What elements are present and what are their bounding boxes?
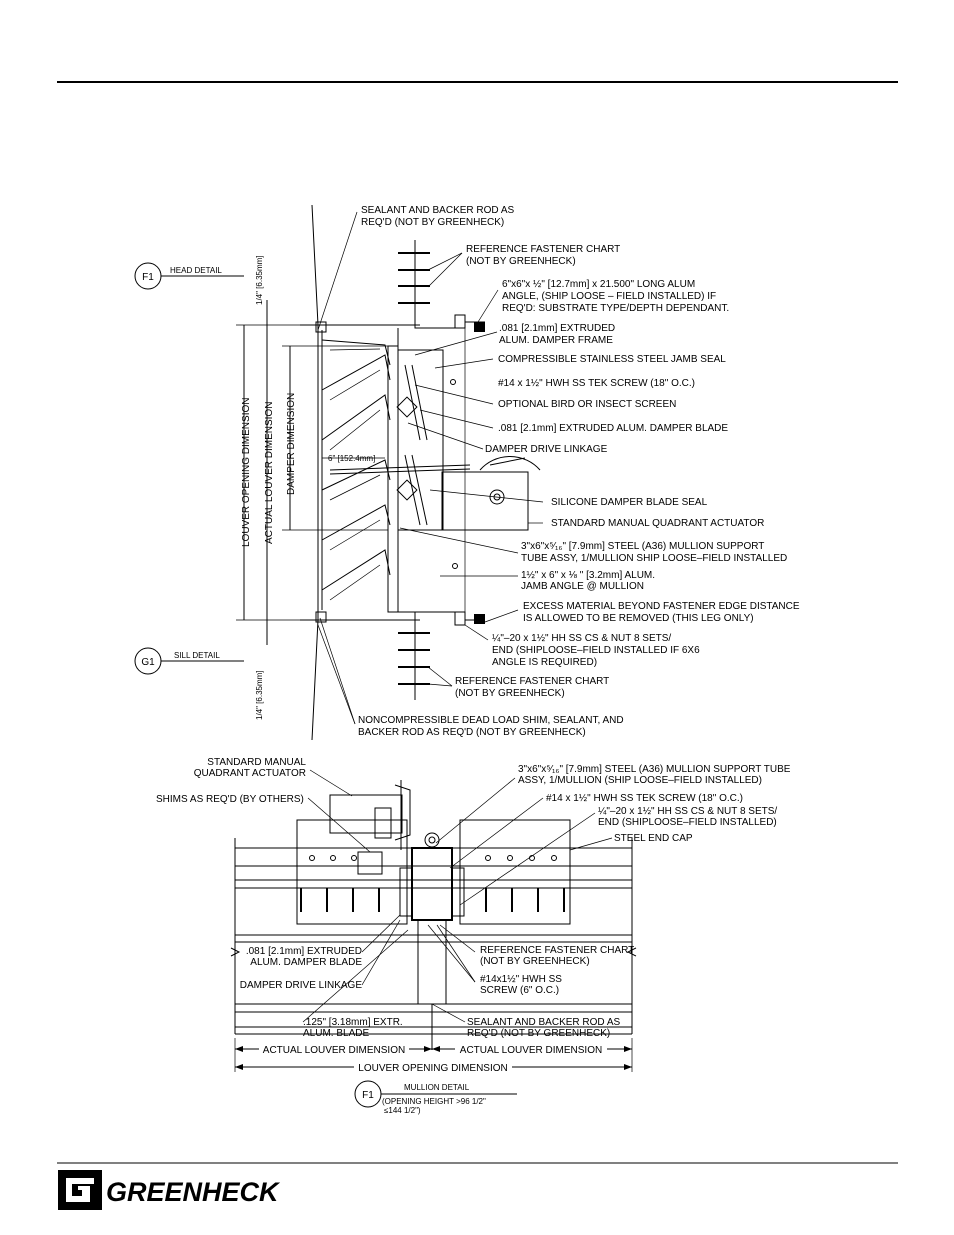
sill-detail-title: SILL DETAIL: [174, 651, 220, 660]
mullion-detail-title: MULLION DETAIL: [404, 1083, 470, 1092]
callout-angle-2: ANGLE, (SHIP LOOSE – FIELD INSTALLED) IF: [502, 291, 716, 302]
vertical-dimensions: [236, 300, 388, 645]
callout-bolt-set-1: ¼"–20 x 1½" HH SS CS & NUT 8 SETS/: [492, 632, 671, 644]
callout-excess-material-1: EXCESS MATERIAL BEYOND FASTENER EDGE DIS…: [523, 601, 800, 612]
head-detail-tag: F1 HEAD DETAIL: [134, 262, 244, 290]
callout-m-actuator-1: STANDARD MANUAL: [207, 757, 306, 768]
dim-actual-louver-right: ACTUAL LOUVER DIMENSION: [460, 1045, 602, 1056]
mullion-tube-shape: [411, 847, 453, 921]
callout-fastener-chart-1: REFERENCE FASTENER CHART: [466, 244, 620, 255]
mullion-leader-lines: [302, 769, 613, 1023]
callout-m-fastener-chart-1: REFERENCE FASTENER CHART: [480, 945, 634, 956]
dim-actual-louver-left: ACTUAL LOUVER DIMENSION: [263, 1045, 405, 1056]
callout-m-tube-1: 3"x6"x⁵⁄₁₆" [7.9mm] STEEL (A36) MULLION …: [518, 764, 791, 775]
callout-blade-seal: SILICONE DAMPER BLADE SEAL: [551, 497, 708, 508]
callout-m-sealant-2: REQ'D (NOT BY GREENHECK): [467, 1028, 610, 1039]
callout-jamb-angle-2: JAMB ANGLE @ MULLION: [521, 581, 644, 592]
callout-m-screw-1: #14x1½" HWH SS: [480, 974, 562, 985]
callout-m-bolts-2: END (SHIPLOOSE–FIELD INSTALLED): [598, 817, 777, 828]
callout-jamb-seal: COMPRESSIBLE STAINLESS STEEL JAMB SEAL: [498, 354, 726, 365]
callout-damper-blade: .081 [2.1mm] EXTRUDED ALUM. DAMPER BLADE: [498, 423, 728, 434]
callout-angle-1: 6"x6"x ½" [12.7mm] x 21.500" LONG ALUM: [502, 279, 695, 290]
callout-jamb-angle-1: 1½" x 6" x ⅛ " [3.2mm] ALUM.: [521, 570, 655, 581]
callout-m-tube-2: ASSY, 1/MULLION (SHIP LOOSE–FIELD INSTAL…: [518, 775, 762, 786]
callout-sealant-2: REQ'D (NOT BY GREENHECK): [361, 217, 504, 228]
greenheck-logo-icon: [58, 1170, 102, 1210]
dim-damper: DAMPER DIMENSION: [286, 393, 297, 495]
mullion-callouts: STANDARD MANUAL QUADRANT ACTUATOR SHIMS …: [156, 757, 791, 1039]
callout-damper-frame-1: .081 [2.1mm] EXTRUDED: [499, 323, 615, 334]
callout-bird-screen: OPTIONAL BIRD OR INSECT SCREEN: [498, 399, 676, 410]
dim-bottom-gap: 1/4" [6.35mm]: [255, 670, 264, 720]
greenheck-logo: GREENHECK: [58, 1170, 281, 1210]
mullion-detail-note-1: (OPENING HEIGHT >96 1/2": [382, 1097, 486, 1106]
dim-louver-opening: LOUVER OPENING DIMENSION: [241, 398, 252, 547]
head-leader-lines: [317, 211, 544, 725]
callout-bolt-set-2: END (SHIPLOOSE–FIELD INSTALLED IF 6X6: [492, 645, 700, 656]
head-sill-section: F1 HEAD DETAIL G1 SILL DETAIL 1/4" [6.35…: [134, 204, 800, 741]
callout-m-extr-blade-2: ALUM. BLADE: [303, 1028, 369, 1039]
callout-m-sealant-1: SEALANT AND BACKER ROD AS: [467, 1017, 621, 1028]
mullion-detail-tag: F1 MULLION DETAIL (OPENING HEIGHT >96 1/…: [354, 1080, 517, 1115]
callout-fastener-chart-sill-1: REFERENCE FASTENER CHART: [455, 676, 609, 687]
dim-actual-louver: ACTUAL LOUVER DIMENSION: [264, 402, 275, 544]
mullion-detail-note-2: ≤144 1/2"): [384, 1106, 421, 1115]
callout-m-blade-1: .081 [2.1mm] EXTRUDED: [246, 946, 362, 957]
sill-detail-tag-number: G1: [141, 657, 155, 668]
callout-m-tek-screw: #14 x 1½" HWH SS TEK SCREW (18" O.C.): [546, 793, 743, 804]
callout-m-extr-blade-1: .125" [3.18mm] EXTR.: [303, 1017, 403, 1028]
callout-m-fastener-chart-2: (NOT BY GREENHECK): [480, 956, 590, 967]
callout-m-linkage: DAMPER DRIVE LINKAGE: [240, 980, 363, 991]
mullion-detail-section: ACTUAL LOUVER DIMENSION ACTUAL LOUVER DI…: [156, 757, 791, 1115]
sill-detail-tag: G1 SILL DETAIL: [134, 647, 244, 675]
callout-quadrant-actuator: STANDARD MANUAL QUADRANT ACTUATOR: [551, 518, 764, 529]
mullion-dimensions: [234, 1038, 633, 1073]
callout-m-screw-2: SCREW (6" O.C.): [480, 985, 559, 996]
callout-mullion-tube-1: 3"x6"x⁵⁄₁₆" [7.9mm] STEEL (A36) MULLION …: [521, 541, 764, 552]
callout-m-end-cap: STEEL END CAP: [614, 833, 693, 844]
mullion-detail-tag-number: F1: [362, 1090, 374, 1101]
callout-mullion-tube-2: TUBE ASSY, 1/MULLION SHIP LOOSE–FIELD IN…: [521, 553, 787, 564]
callout-drive-linkage: DAMPER DRIVE LINKAGE: [485, 444, 608, 455]
dim-top-gap: 1/4" [6.35mm]: [255, 255, 264, 305]
brand-name: GREENHECK: [106, 1177, 281, 1207]
callout-m-bolts-1: ¼"–20 x 1½" HH SS CS & NUT 8 SETS/: [598, 805, 777, 817]
callout-m-blade-2: ALUM. DAMPER BLADE: [250, 957, 362, 968]
head-callouts: SEALANT AND BACKER ROD AS REQ'D (NOT BY …: [358, 205, 800, 738]
callout-sealant-1: SEALANT AND BACKER ROD AS: [361, 205, 515, 216]
callout-dead-load-shim-1: NONCOMPRESSIBLE DEAD LOAD SHIM, SEALANT,…: [358, 715, 624, 726]
callout-damper-frame-2: ALUM. DAMPER FRAME: [499, 335, 613, 346]
head-detail-title: HEAD DETAIL: [170, 266, 222, 275]
dim-depth: 6" [152.4mm]: [328, 454, 375, 463]
callout-bolt-set-3: ANGLE IS REQUIRED): [492, 657, 597, 668]
callout-dead-load-shim-2: BACKER ROD AS REQ'D (NOT BY GREENHECK): [358, 727, 586, 738]
callout-fastener-chart-sill-2: (NOT BY GREENHECK): [455, 688, 565, 699]
quadrant-actuator-shape: [441, 471, 529, 531]
callout-m-actuator-2: QUADRANT ACTUATOR: [194, 768, 306, 779]
callout-excess-material-2: IS ALLOWED TO BE REMOVED (THIS LEG ONLY): [523, 613, 754, 624]
callout-fastener-chart-2: (NOT BY GREENHECK): [466, 256, 576, 267]
dim-louver-opening-plan: LOUVER OPENING DIMENSION: [358, 1063, 507, 1074]
head-detail-tag-number: F1: [142, 272, 154, 283]
callout-tek-screw: #14 x 1½" HWH SS TEK SCREW (18" O.C.): [498, 378, 695, 389]
callout-angle-3: REQ'D: SUBSTRATE TYPE/DEPTH DEPENDANT.: [502, 303, 729, 314]
callout-m-shims: SHIMS AS REQ'D (BY OTHERS): [156, 794, 304, 805]
